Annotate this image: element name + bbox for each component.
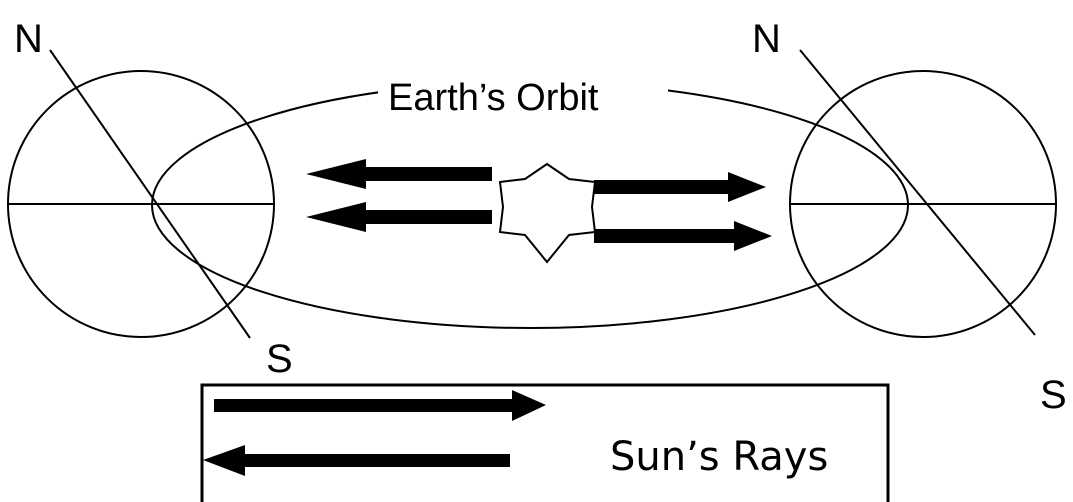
- sun-star-icon: [498, 162, 597, 264]
- right-earth-axis: [799, 49, 1036, 336]
- left-earth: [7, 49, 275, 339]
- orbit-label: Earth’s Orbit: [388, 77, 599, 119]
- legend-label: Sun’s Rays: [610, 434, 828, 480]
- sun-ray-arrow-left-lower: [306, 202, 492, 232]
- legend-arrow-left: [203, 445, 510, 476]
- right-earth: [789, 49, 1057, 338]
- left-north-label: N: [14, 17, 43, 61]
- sun-ray-arrow-left-upper: [306, 159, 492, 189]
- orbit-label-background: [378, 68, 668, 128]
- right-south-label: S: [1040, 373, 1067, 417]
- sun-ray-arrow-right-upper: [594, 172, 766, 202]
- left-earth-axis: [49, 49, 251, 339]
- legend: Sun’s Rays: [200, 383, 890, 502]
- sun-ray-arrow-right-lower: [594, 221, 772, 251]
- right-north-label: N: [752, 17, 781, 61]
- left-south-label: S: [266, 337, 293, 381]
- legend-arrow-right: [214, 390, 546, 421]
- right-rays: [594, 172, 772, 251]
- left-rays: [306, 159, 492, 232]
